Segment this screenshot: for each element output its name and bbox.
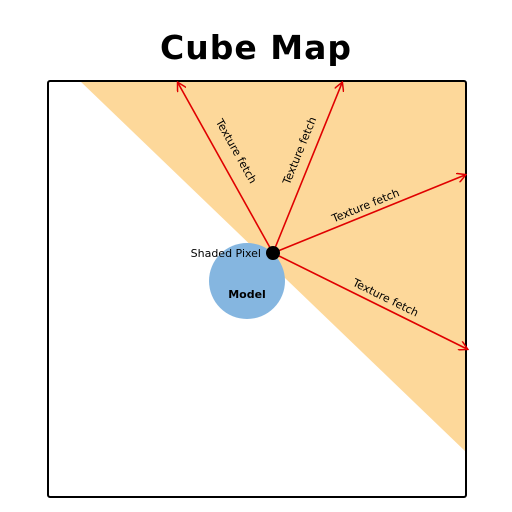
model-label: Model xyxy=(228,288,266,301)
shaded-pixel-label: Shaded Pixel xyxy=(191,247,261,260)
diagram-title: Cube Map xyxy=(160,28,352,67)
fetch-arrow-1 xyxy=(178,83,274,254)
shaded-pixel-point xyxy=(266,246,280,260)
fetch-arrow-4 xyxy=(272,252,467,349)
cube-border xyxy=(47,80,467,498)
model-sphere xyxy=(209,243,285,319)
fetch-arrow-2 xyxy=(272,83,342,254)
fetch-arrow-3 xyxy=(272,175,465,254)
